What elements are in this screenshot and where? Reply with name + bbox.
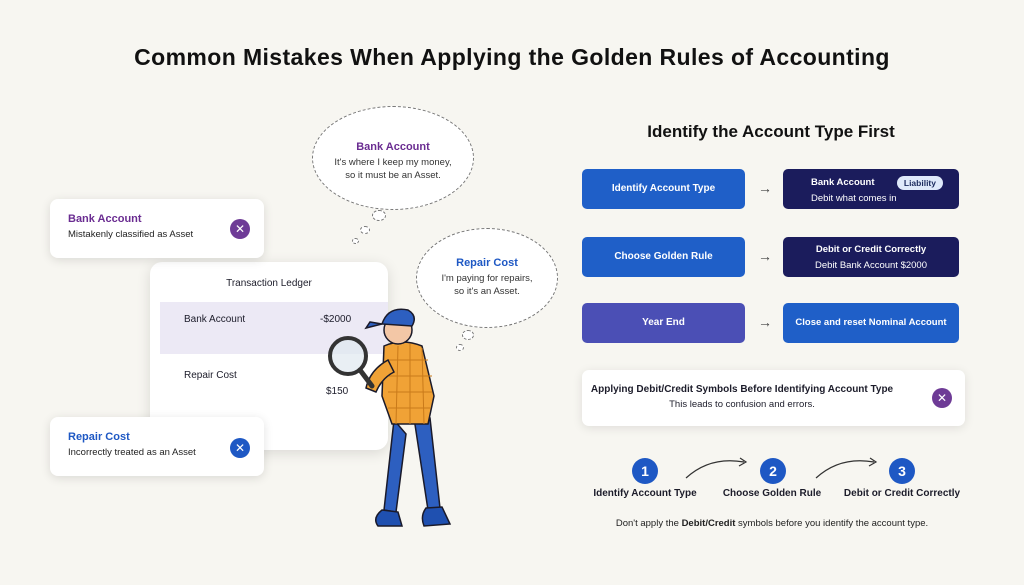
person-magnifier-illustration: [328, 308, 452, 527]
flow-step-choose-rule: Choose Golden Rule: [582, 237, 745, 277]
flow-result-identify: Bank Account Liability Debit what comes …: [783, 169, 959, 209]
thought-bubble-dot: [352, 238, 359, 244]
footer-note: Don't apply the Debit/Credit symbols bef…: [580, 518, 964, 529]
warning-card: Applying Debit/Credit Symbols Before Ide…: [582, 370, 965, 426]
flow-result-choose-rule: Debit or Credit Correctly Debit Bank Acc…: [783, 237, 959, 277]
flow-result-title: Debit or Credit Correctly: [815, 244, 927, 255]
flow-step-year-end: Year End: [582, 303, 745, 343]
ledger-row-value: $150: [326, 386, 349, 397]
thought-repair-title: Repair Cost: [456, 257, 518, 269]
flow-step-identify: Identify Account Type: [582, 169, 745, 209]
error-card-title: Repair Cost: [68, 431, 130, 443]
error-card-repair: Repair Cost Incorrectly treated as an As…: [50, 417, 264, 476]
section-title: Identify the Account Type First: [647, 122, 895, 141]
step-label-3: Debit or Credit Correctly: [843, 488, 961, 499]
thought-repair-line1: I'm paying for repairs,: [441, 273, 533, 284]
step-label-1: Identify Account Type: [593, 488, 697, 499]
ledger-row-label: Repair Cost: [184, 370, 237, 381]
flow-result-subtitle: Debit Bank Account $2000: [815, 260, 927, 271]
thought-bank-line1: It's where I keep my money,: [334, 157, 452, 168]
thought-bubble-dot: [456, 344, 464, 351]
x-icon: ✕: [230, 219, 250, 239]
x-icon: ✕: [932, 388, 952, 408]
step-number-2: 2: [760, 458, 786, 484]
thought-bank-title: Bank Account: [356, 141, 430, 153]
note-post: symbols before you identify the account …: [735, 518, 929, 529]
ledger-header: Transaction Ledger: [226, 278, 312, 289]
ledger-row-value: -$2000: [320, 314, 352, 325]
step-connector-arrows: [685, 457, 878, 479]
warning-subtitle: This leads to confusion and errors.: [669, 399, 815, 410]
arrow-right-icon: →: [758, 314, 772, 330]
flow-result-year-end: Close and reset Nominal Account: [783, 303, 959, 343]
flow-result-subtitle: Debit what comes in: [811, 193, 897, 204]
step-label-2: Choose Golden Rule: [722, 488, 822, 499]
thought-cloud-repair: Repair Cost I'm paying for repairs, so i…: [416, 228, 558, 328]
step-number-3: 3: [889, 458, 915, 484]
note-pre: Don't apply the: [615, 518, 682, 529]
arrow-right-icon: →: [758, 180, 772, 196]
arrow-right-icon: →: [758, 248, 772, 264]
thought-bubble-dot: [372, 210, 386, 221]
thought-bubble-dot: [462, 330, 474, 340]
note-bold: Debit/Credit: [681, 518, 736, 529]
error-card-subtitle: Incorrectly treated as an Asset: [68, 447, 196, 458]
liability-badge: Liability: [896, 176, 943, 190]
error-card-bank: Bank Account Mistakenly classified as As…: [50, 199, 264, 258]
thought-cloud-bank: Bank Account It's where I keep my money,…: [312, 106, 474, 210]
x-icon: ✕: [230, 438, 250, 458]
thought-bubble-dot: [360, 226, 370, 234]
step-number-1: 1: [632, 458, 658, 484]
flow-result-title: Bank Account: [811, 177, 875, 188]
flow-result-title: Close and reset Nominal Account: [795, 317, 947, 328]
warning-title: Applying Debit/Credit Symbols Before Ide…: [590, 384, 894, 395]
thought-repair-line2: so it's an Asset.: [454, 286, 520, 297]
error-card-title: Bank Account: [68, 213, 142, 225]
page-title: Common Mistakes When Applying the Golden…: [134, 44, 890, 70]
ledger-row-label: Bank Account: [184, 314, 246, 325]
error-card-subtitle: Mistakenly classified as Asset: [68, 229, 194, 240]
thought-bank-line2: so it must be an Asset.: [345, 170, 441, 181]
